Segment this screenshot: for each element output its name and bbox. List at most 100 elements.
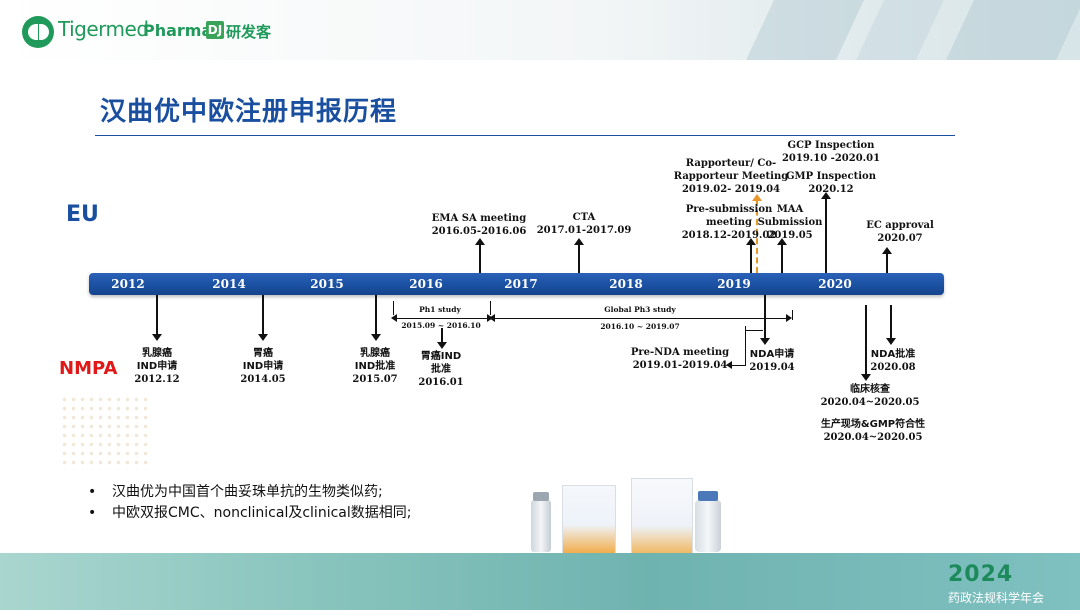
event-date: 2016.01 bbox=[418, 377, 464, 388]
timeline-bar bbox=[89, 273, 944, 295]
event-text: GCP Inspection bbox=[787, 140, 875, 151]
bullet-item: 中欧双报CMC、nonclinical及clinical数据相同; bbox=[88, 503, 411, 524]
event-text: Pre-NDA meeting bbox=[630, 347, 730, 358]
nmpa-arrow bbox=[152, 295, 162, 341]
eu-event-ema-sa-meeting: EMA SA meeting 2016.05-2016.06 bbox=[432, 212, 527, 238]
event-date: 2012.12 bbox=[134, 374, 180, 385]
header-decor-shape bbox=[856, 0, 944, 60]
event-text: GMP Inspection bbox=[786, 171, 876, 182]
event-date: 2019.05 bbox=[767, 230, 813, 241]
event-text: 临床核查 bbox=[850, 384, 890, 395]
event-date: 2019.04 bbox=[749, 362, 795, 373]
event-text: 胃癌 bbox=[252, 348, 273, 359]
bullet-item: 汉曲优为中国首个曲妥珠单抗的生物类似药; bbox=[88, 482, 411, 503]
eu-event-ec-approval: EC approval 2020.07 bbox=[866, 219, 934, 245]
event-date: 2016.05-2016.06 bbox=[431, 226, 527, 237]
ph1-study-range: 2015.09 ~ 2016.10 bbox=[401, 321, 481, 330]
event-date: 2014.05 bbox=[240, 374, 286, 385]
year-label: 2015 bbox=[310, 277, 344, 291]
eu-event-cta: CTA 2017.01-2017.09 bbox=[537, 211, 632, 237]
package-box-image bbox=[562, 485, 616, 557]
product-image bbox=[527, 470, 747, 560]
event-text: meeting bbox=[705, 217, 752, 228]
nmpa-event-gmp-inspection: 生产现场&GMP符合性 2020.04~2020.05 bbox=[821, 418, 925, 444]
event-text: Rapporteur/ Co- bbox=[685, 158, 777, 169]
summary-bullets: 汉曲优为中国首个曲妥珠单抗的生物类似药; 中欧双报CMC、nonclinical… bbox=[88, 482, 411, 524]
study-tick bbox=[792, 310, 793, 320]
nmpa-event-pre-nda-meeting: Pre-NDA meeting 2019.01-2019.04 bbox=[631, 346, 729, 372]
year-label: 2019 bbox=[717, 277, 751, 291]
year-label: 2018 bbox=[609, 277, 643, 291]
event-date: 2020.08 bbox=[870, 362, 916, 373]
vial-image bbox=[531, 492, 551, 552]
nmpa-event-gastric-ind-approval: 胃癌IND 批准 2016.01 bbox=[418, 350, 463, 389]
eu-arrow-cta bbox=[574, 238, 584, 273]
study-tick bbox=[490, 301, 491, 315]
event-text: 胃癌IND bbox=[420, 351, 462, 362]
region-label-eu: EU bbox=[66, 202, 99, 227]
event-text: IND批准 bbox=[354, 361, 396, 372]
event-text: EMA SA meeting bbox=[431, 213, 527, 224]
year-label: 2020 bbox=[818, 277, 852, 291]
nmpa-event-nda-application: NDA申请 2019.04 bbox=[749, 348, 794, 374]
package-box-image bbox=[631, 478, 693, 558]
ph1-study-label: Ph1 study bbox=[419, 305, 461, 314]
ph3-study-range-arrow bbox=[489, 314, 792, 322]
event-text: CTA bbox=[572, 212, 596, 223]
event-date: 2019.02- 2019.04 bbox=[681, 184, 781, 195]
event-text: EC approval bbox=[866, 220, 934, 231]
event-text: 批准 bbox=[430, 364, 451, 375]
header-decor-shape bbox=[746, 0, 864, 60]
nmpa-arrow bbox=[437, 328, 447, 349]
event-date: 2020.07 bbox=[877, 233, 923, 244]
eu-event-pre-submission-meeting: Pre-submission meeting 2018.12-2019.02 bbox=[682, 203, 777, 242]
nmpa-event-nda-approval: NDA批准 2020.08 bbox=[870, 348, 915, 374]
pre-nda-bracket bbox=[745, 330, 763, 331]
study-tick bbox=[393, 301, 394, 315]
pre-nda-arrow bbox=[726, 361, 745, 369]
vial-image bbox=[695, 491, 721, 552]
logo-yanfake-text: 研发客 bbox=[226, 23, 272, 41]
ph3-study-range: 2016.10 ~ 2019.07 bbox=[600, 322, 680, 331]
header-decor-shape bbox=[946, 0, 1080, 60]
year-label: 2017 bbox=[504, 277, 538, 291]
footer-event-name: 药政法规科学年会 bbox=[948, 591, 1045, 605]
event-date: 2019.01-2019.04 bbox=[632, 360, 728, 371]
event-text: Pre-submission bbox=[685, 204, 773, 215]
page-title: 汉曲优中欧注册申报历程 bbox=[100, 97, 398, 127]
pre-nda-bracket bbox=[745, 326, 746, 366]
footer-year: 2024 bbox=[948, 562, 1014, 587]
eu-event-maa-submission: MAA Submission 2019.05 bbox=[758, 203, 823, 242]
eu-arrow-inspection bbox=[821, 192, 831, 273]
footer-band bbox=[0, 553, 1080, 610]
event-date: 2020.12 bbox=[808, 184, 854, 195]
tigermed-logo-icon bbox=[22, 16, 54, 48]
nmpa-arrow bbox=[371, 295, 381, 341]
region-label-nmpa: NMPA bbox=[59, 358, 118, 379]
eu-arrow-rapporteur-dashed bbox=[752, 194, 762, 273]
event-date: 2020.04~2020.05 bbox=[820, 397, 920, 408]
event-text: IND申请 bbox=[136, 361, 178, 372]
event-text: 乳腺癌 bbox=[359, 348, 390, 359]
nmpa-event-clinical-inspection: 临床核查 2020.04~2020.05 bbox=[821, 383, 920, 409]
ph1-study-range-arrow bbox=[391, 314, 493, 322]
nmpa-event-breast-ind-approval: 乳腺癌 IND批准 2015.07 bbox=[352, 347, 397, 386]
decorative-dots bbox=[60, 395, 150, 470]
title-divider bbox=[95, 135, 955, 136]
event-text: Submission bbox=[757, 217, 823, 228]
header-band bbox=[0, 0, 1080, 60]
event-text: NDA批准 bbox=[870, 349, 916, 360]
event-date: 2020.04~2020.05 bbox=[823, 432, 923, 443]
eu-arrow-ec-approval bbox=[882, 247, 892, 273]
eu-arrow-ema-sa bbox=[475, 238, 485, 273]
event-text: 乳腺癌 bbox=[141, 348, 172, 359]
year-label: 2012 bbox=[111, 277, 145, 291]
event-date: 2015.07 bbox=[352, 374, 398, 385]
nmpa-arrow bbox=[861, 305, 871, 381]
event-date: 2017.01-2017.09 bbox=[536, 225, 632, 236]
event-text: IND申请 bbox=[242, 361, 284, 372]
event-text: MAA bbox=[776, 204, 804, 215]
ph3-study-label: Global Ph3 study bbox=[604, 305, 676, 314]
year-label: 2014 bbox=[212, 277, 246, 291]
event-text: 生产现场&GMP符合性 bbox=[820, 419, 926, 430]
